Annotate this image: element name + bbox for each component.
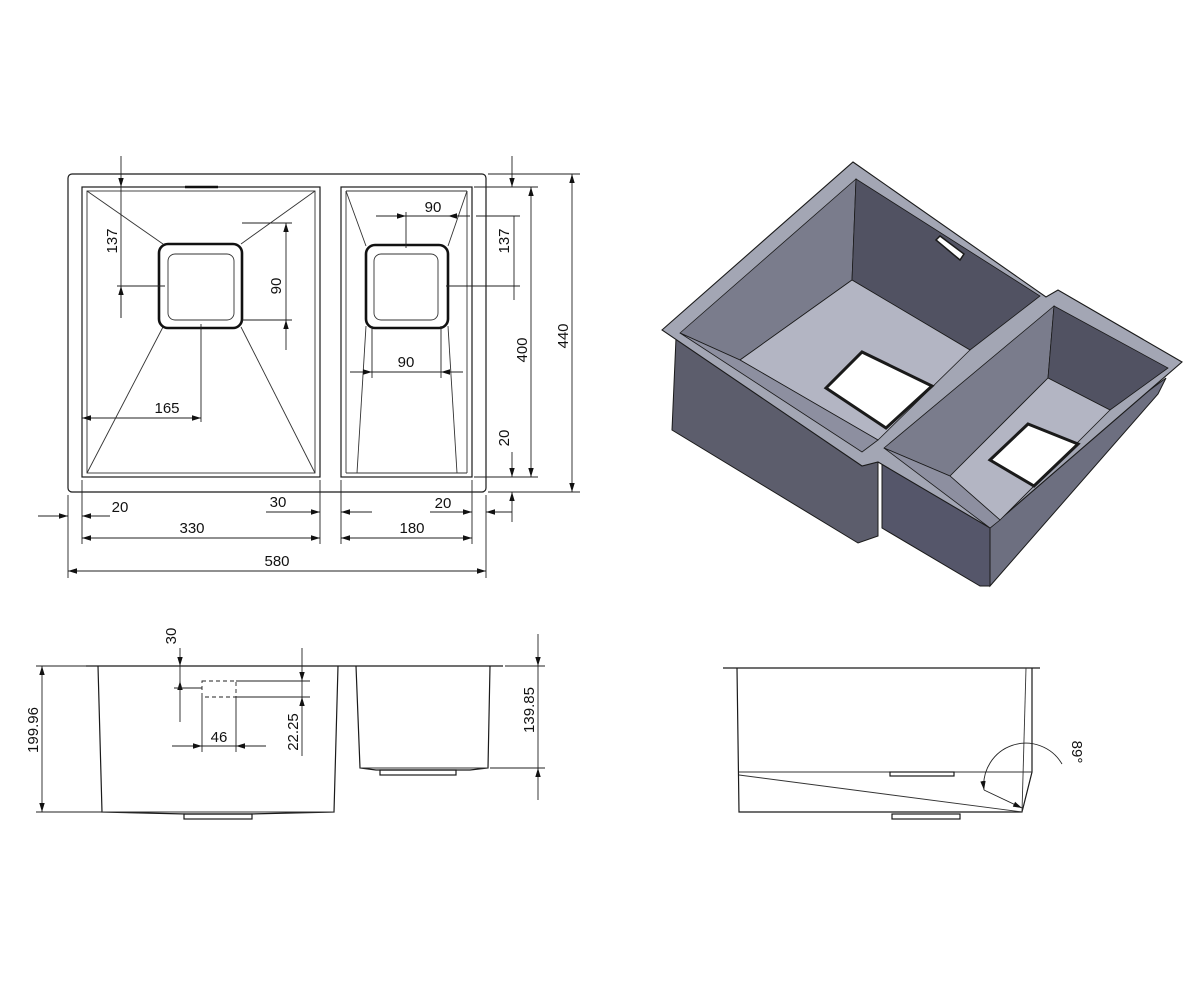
front-overflow	[201, 680, 237, 698]
dim-label-440: 440	[555, 323, 572, 348]
plan-large-bowl	[81, 185, 321, 478]
side-angle-label: 89°	[1068, 741, 1085, 764]
dim-label-90-large: 90	[268, 278, 285, 295]
dim-label-165: 165	[154, 400, 179, 417]
dim-label-199-96: 199.96	[25, 707, 42, 753]
dim-label-580: 580	[264, 553, 289, 570]
iso-small-waste	[987, 422, 1081, 488]
plan-large-waste	[157, 242, 244, 330]
dim-label-46: 46	[211, 729, 228, 746]
iso-overflow-slot	[934, 235, 966, 262]
dim-label-30-divider: 30	[270, 494, 287, 511]
dim-label-90-small-top: 90	[425, 199, 442, 216]
plan-view: 580 330 180 20 30 20 440 400	[38, 156, 580, 578]
dim-label-137-large: 137	[104, 228, 121, 253]
iso-large-cavity-front	[679, 332, 879, 453]
dim-label-20-bottom: 20	[496, 430, 513, 447]
front-view: 30 46 22.25 199.96 139.85	[25, 628, 545, 820]
isometric-view	[661, 161, 1183, 588]
dim-label-22-25: 22.25	[285, 713, 302, 751]
iso-small-cavity-front	[883, 447, 1001, 529]
front-small-bowl	[355, 665, 491, 771]
iso-large-waste	[823, 350, 935, 430]
side-angle-arc	[980, 742, 1063, 791]
plan-small-waste	[364, 243, 450, 330]
side-view: 89°	[723, 667, 1085, 820]
side-body	[736, 667, 1033, 813]
dim-label-330: 330	[179, 520, 204, 537]
dim-label-30-overflow: 30	[163, 628, 180, 645]
dim-label-90-small-bottom: 90	[398, 354, 415, 371]
dim-label-137-small: 137	[496, 228, 513, 253]
plan-outer-outline	[67, 173, 487, 493]
plan-small-bowl	[340, 186, 473, 478]
dim-label-139-85: 139.85	[521, 687, 538, 733]
dim-label-20-right: 20	[435, 495, 452, 512]
dim-label-180: 180	[399, 520, 424, 537]
dim-label-20-left: 20	[112, 499, 129, 516]
dim-label-400: 400	[514, 337, 531, 362]
